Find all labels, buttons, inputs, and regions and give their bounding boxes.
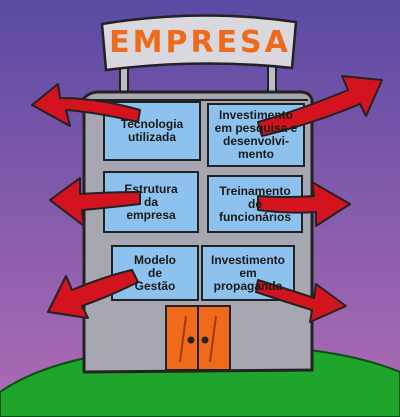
label-investimento-propaganda: Investimento em propaganda bbox=[210, 252, 285, 293]
label-treinamento: Treinamento de funcionários bbox=[218, 183, 291, 224]
arrow-top-left bbox=[31, 83, 141, 127]
label-estrutura: Estrutura da empresa bbox=[124, 181, 178, 222]
arrow-bottom-right bbox=[255, 279, 347, 323]
sign-title: EMPRESA bbox=[109, 24, 291, 60]
label-modelo-gestao: Modelo de Gestão bbox=[134, 252, 176, 293]
arrow-middle-left bbox=[49, 177, 141, 227]
label-investimento-pesquisa: Investimento em pesquisa e desenvolvi- m… bbox=[214, 108, 298, 161]
label-tecnologia: Tecnologia utilizada bbox=[120, 117, 184, 144]
arrow-top-right bbox=[257, 75, 383, 137]
sign-board bbox=[100, 14, 298, 72]
arrow-middle-right bbox=[257, 181, 351, 227]
arrow-bottom-left bbox=[47, 269, 139, 319]
door bbox=[165, 305, 231, 371]
